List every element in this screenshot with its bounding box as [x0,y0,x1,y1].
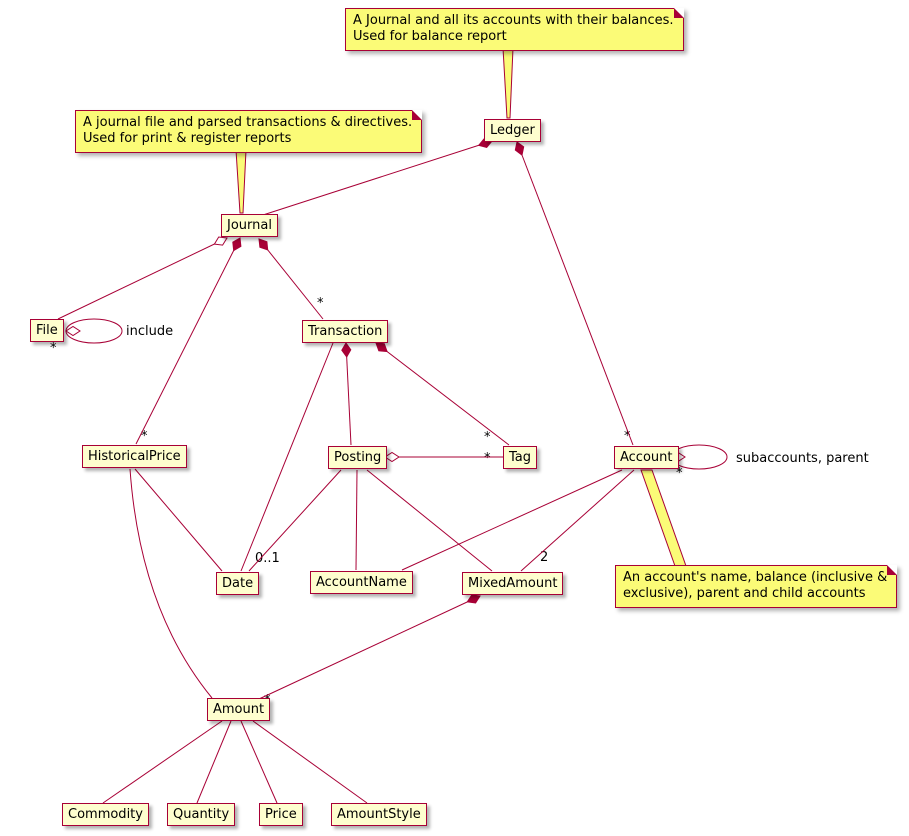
class-node-commodity: Commodity [62,803,149,826]
edge-account-mixedamount [520,469,635,572]
edge-ledger-account [514,141,634,446]
multiplicity-account-subaccounts: * [676,466,683,481]
edge-posting-tag [384,451,503,463]
edge-label-subaccounts-parent: subaccounts, parent [736,451,869,466]
loop-file-include [65,318,123,344]
edge-transaction-tag [375,342,510,446]
class-node-account: Account [614,446,679,469]
class-node-amountstyle: AmountStyle [331,803,427,826]
composition-diamond [341,342,352,358]
class-node-journal: Journal [221,214,278,237]
edge-journal-historicalprice [135,237,242,445]
composition-diamond [375,342,388,353]
multiplicity-transaction-tag: * [484,430,491,445]
note-account: An account's name, balance (inclusive & … [615,565,898,608]
loop-account-subaccounts [670,444,728,470]
edge-transaction-date [240,342,334,572]
multiplicity-journal-historicalprice: * [141,429,148,444]
edge-journal-file [57,236,228,320]
aggregation-diamond [384,451,400,463]
note-connector-ledger [502,47,514,119]
class-node-mixedamount: MixedAmount [462,572,564,595]
class-node-transaction: Transaction [302,320,389,343]
class-node-ledger: Ledger [484,119,541,142]
note-journal-text: A journal file and parsed transactions &… [83,115,413,146]
edge-amount-price [240,720,278,804]
note-connector-journal [235,149,247,214]
composition-diamond [514,141,525,156]
note-journal: A journal file and parsed transactions &… [75,110,423,153]
multiplicity-ledger-account: * [624,429,631,444]
note-ledger: A Journal and all its accounts with thei… [345,8,684,51]
class-node-posting: Posting [328,446,388,469]
edge-posting-date [248,469,342,572]
edge-label-include: include [126,324,173,339]
edge-historicalprice-date [134,468,223,572]
multiplicity-transaction-date: 0..1 [255,551,280,566]
edge-account-accountname [401,469,623,571]
edge-posting-accountname [355,469,358,571]
composition-diamond [466,594,481,604]
multiplicity-posting-tag: * [484,451,491,466]
multiplicity-file-include: * [50,341,57,356]
aggregation-diamond [65,325,81,337]
multiplicity-journal-transaction: * [317,296,324,311]
note-ledger-text: A Journal and all its accounts with thei… [353,13,674,44]
edge-posting-mixedamount [366,469,493,572]
class-node-file: File [30,319,64,342]
class-node-historicalprice: HistoricalPrice [82,445,187,468]
class-node-amount: Amount [207,698,271,721]
edge-mixedamount-amount [258,594,481,700]
aggregation-diamond [213,236,228,246]
class-node-price: Price [259,803,303,826]
class-node-date: Date [216,572,260,595]
note-account-text: An account's name, balance (inclusive & … [623,570,888,601]
edge-transaction-posting [341,342,352,446]
edge-amount-quantity [196,720,232,804]
composition-diamond [232,237,242,252]
edge-amount-commodity [102,720,223,804]
composition-diamond [258,238,269,251]
edge-journal-transaction [258,238,324,320]
multiplicity-account-mixedamount: 2 [540,550,548,565]
edge-historicalprice-amount [129,468,213,699]
class-node-accountname: AccountName [310,571,413,594]
class-node-quantity: Quantity [167,803,236,826]
note-connector-account [640,469,687,567]
class-node-tag: Tag [503,446,538,469]
edge-amount-amountstyle [252,720,368,804]
